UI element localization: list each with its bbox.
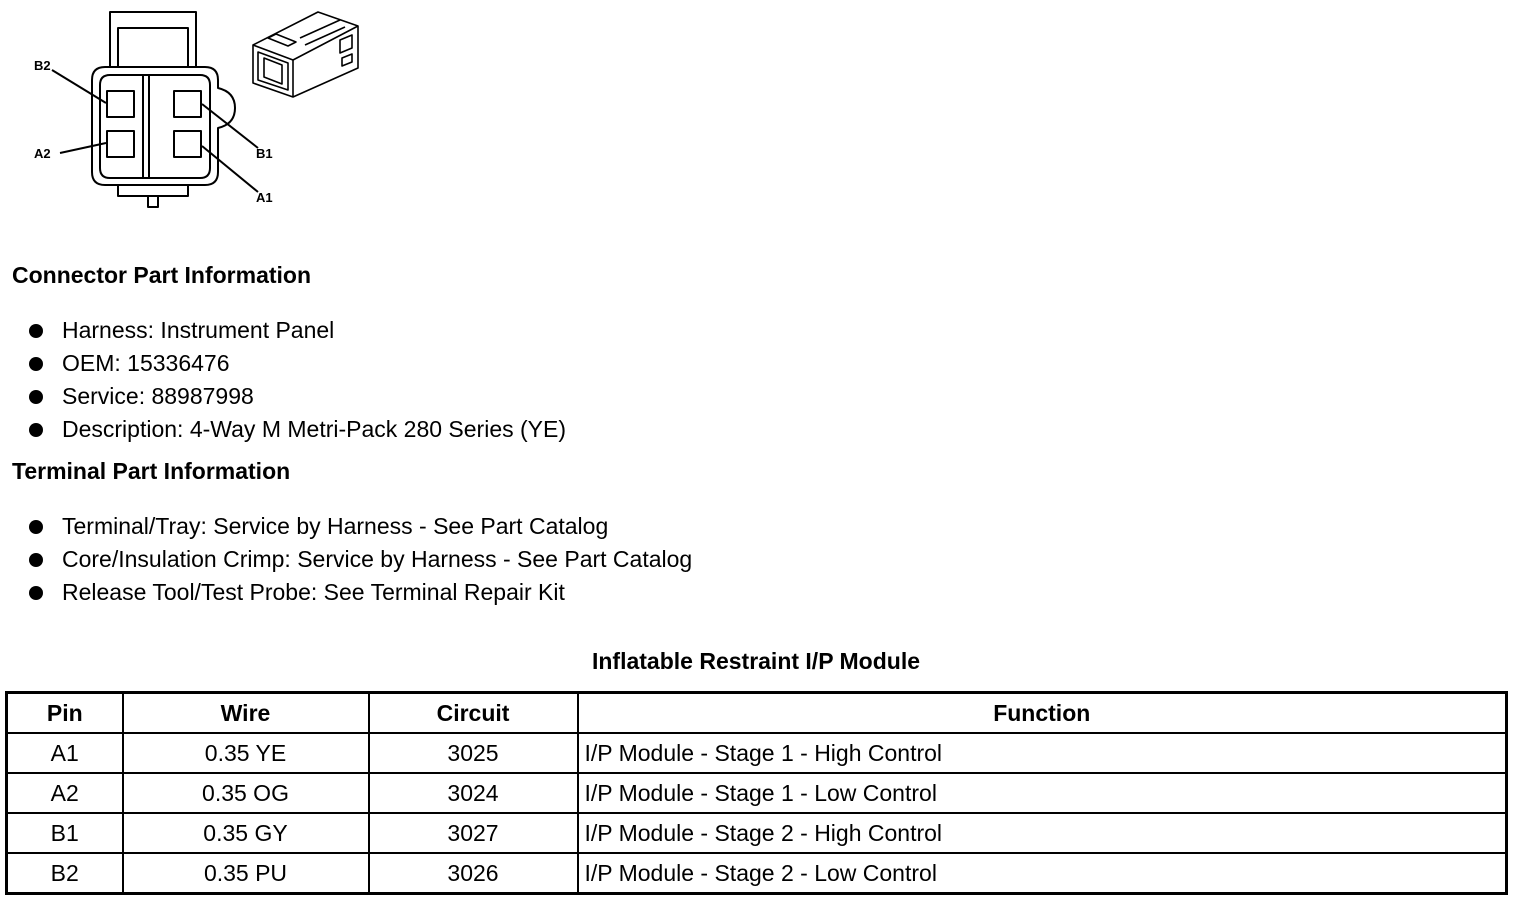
cell-circuit: 3026 — [367, 852, 579, 895]
cell-circuit: 3024 — [367, 772, 579, 814]
cell-function: I/P Module - Stage 1 - High Control — [576, 732, 1508, 774]
cell-circuit: 3025 — [367, 732, 579, 774]
pinout-table: Pin Wire Circuit Function A1 0.35 YE 302… — [5, 691, 1508, 895]
connector-info-heading: Connector Part Information — [12, 262, 312, 288]
connector-latch — [109, 11, 197, 67]
list-item: Release Tool/Test Probe: See Terminal Re… — [0, 576, 692, 609]
list-item: Service: 88987998 — [0, 380, 566, 413]
column-header-circuit: Circuit — [367, 691, 579, 734]
cell-function: I/P Module - Stage 1 - Low Control — [576, 772, 1508, 814]
list-item-text: Description: 4-Way M Metri-Pack 280 Seri… — [62, 416, 567, 442]
terminal-b2 — [106, 90, 135, 118]
table-row: A1 0.35 YE 3025 I/P Module - Stage 1 - H… — [5, 732, 1508, 774]
list-item: Core/Insulation Crimp: Service by Harnes… — [0, 543, 692, 576]
terminal-info-heading: Terminal Part Information — [12, 458, 291, 484]
cell-wire: 0.35 PU — [121, 852, 370, 895]
list-item: OEM: 15336476 — [0, 347, 566, 380]
column-header-pin: Pin — [5, 691, 124, 734]
table-row: A2 0.35 OG 3024 I/P Module - Stage 1 - L… — [5, 772, 1508, 814]
connector-housing — [91, 66, 236, 186]
pin-label-a1: A1 — [256, 190, 273, 205]
list-item-text: Harness: Instrument Panel — [62, 317, 335, 343]
list-item-text: Service: 88987998 — [62, 383, 254, 409]
connector-diagram: B2 A2 B1 A1 — [34, 11, 359, 208]
cell-function: I/P Module - Stage 2 - Low Control — [576, 852, 1508, 895]
bullet-icon — [29, 390, 43, 404]
cell-pin: B2 — [5, 852, 124, 895]
terminal-b1 — [173, 90, 202, 118]
cell-function: I/P Module - Stage 2 - High Control — [576, 812, 1508, 854]
bullet-icon — [29, 357, 43, 371]
cell-wire: 0.35 GY — [121, 812, 370, 854]
bullet-icon — [29, 586, 43, 600]
list-item-text: OEM: 15336476 — [62, 350, 230, 376]
cell-pin: A1 — [5, 732, 124, 774]
connector-isometric-view — [252, 11, 359, 98]
list-item-text: Core/Insulation Crimp: Service by Harnes… — [62, 546, 693, 572]
bullet-icon — [29, 423, 43, 437]
pin-label-b2: B2 — [34, 58, 51, 73]
terminal-a1 — [173, 130, 202, 158]
table-row: B1 0.35 GY 3027 I/P Module - Stage 2 - H… — [5, 812, 1508, 854]
pin-label-b1: B1 — [256, 146, 273, 161]
bullet-icon — [29, 553, 43, 567]
list-item: Description: 4-Way M Metri-Pack 280 Seri… — [0, 413, 566, 446]
cell-wire: 0.35 OG — [121, 772, 370, 814]
cell-circuit: 3027 — [367, 812, 579, 854]
pin-label-a2: A2 — [34, 146, 51, 161]
table-header-row: Pin Wire Circuit Function — [5, 691, 1508, 734]
bullet-icon — [29, 520, 43, 534]
list-item: Terminal/Tray: Service by Harness - See … — [0, 510, 692, 543]
column-header-wire: Wire — [121, 691, 370, 734]
table-title: Inflatable Restraint I/P Module — [591, 648, 921, 674]
terminal-info-list: Terminal/Tray: Service by Harness - See … — [0, 510, 692, 609]
list-item: Harness: Instrument Panel — [0, 314, 566, 347]
list-item-text: Terminal/Tray: Service by Harness - See … — [62, 513, 609, 539]
bullet-icon — [29, 324, 43, 338]
cell-pin: B1 — [5, 812, 124, 854]
cell-wire: 0.35 YE — [121, 732, 370, 774]
cell-pin: A2 — [5, 772, 124, 814]
terminal-a2 — [106, 130, 135, 158]
column-header-function: Function — [576, 691, 1508, 734]
connector-info-list: Harness: Instrument Panel OEM: 15336476 … — [0, 314, 566, 446]
list-item-text: Release Tool/Test Probe: See Terminal Re… — [62, 579, 565, 605]
table-row: B2 0.35 PU 3026 I/P Module - Stage 2 - L… — [5, 852, 1508, 895]
